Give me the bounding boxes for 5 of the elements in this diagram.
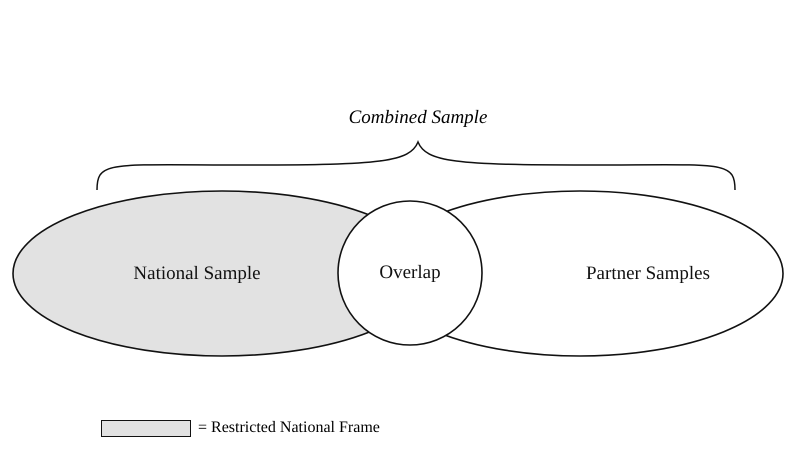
node-label: Overlap — [379, 262, 441, 284]
node-label: Partner Samples — [586, 262, 710, 284]
node-label: National Sample — [133, 262, 261, 284]
group-label: Combined Sample — [348, 107, 488, 129]
legend-text: = Restricted National Frame — [198, 419, 380, 437]
